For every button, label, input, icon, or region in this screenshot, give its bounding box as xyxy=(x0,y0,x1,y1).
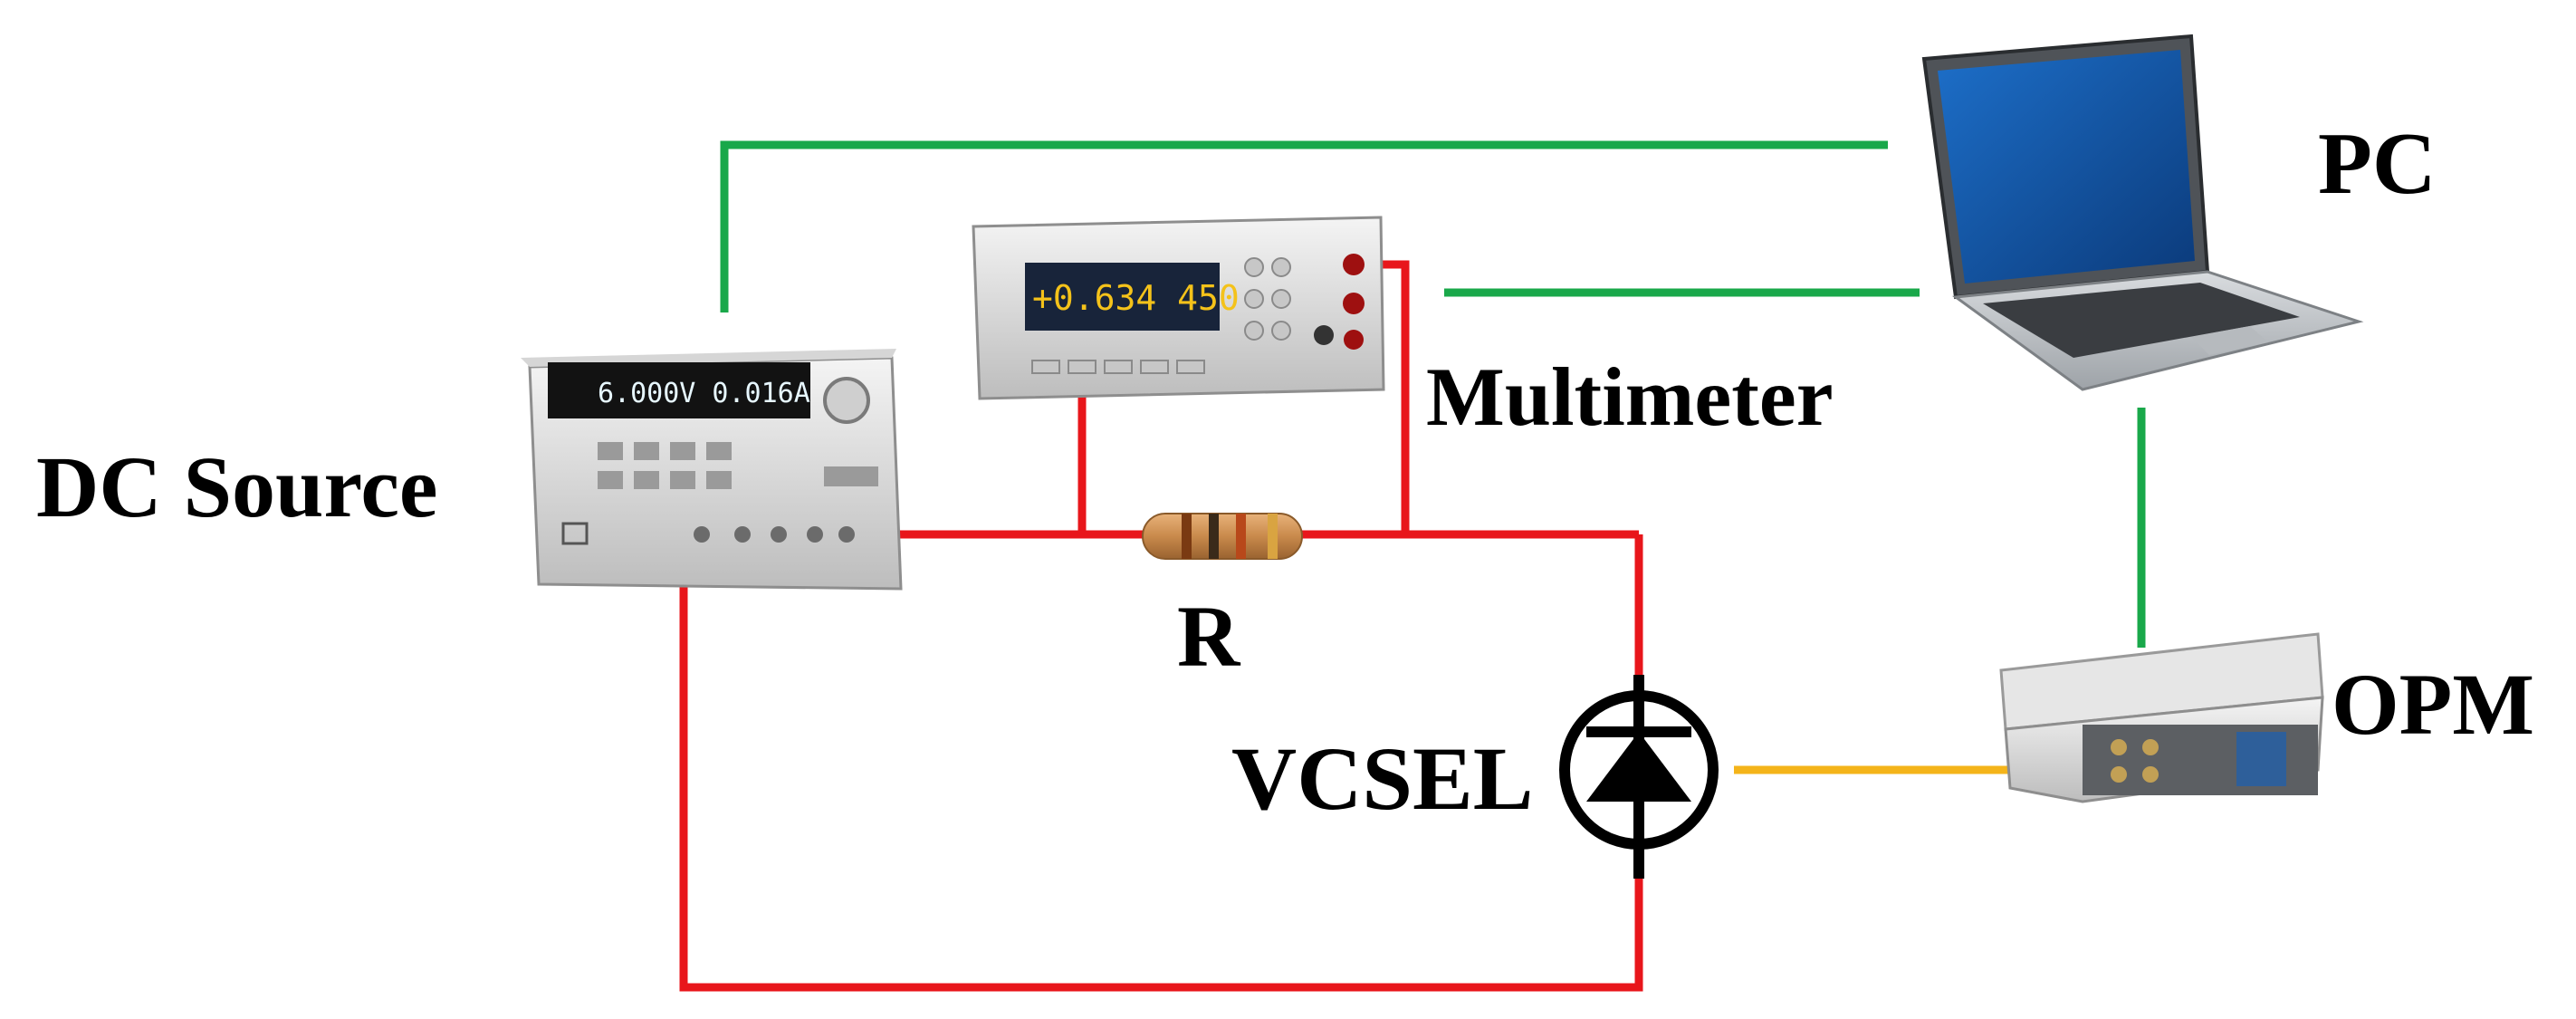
pc-to-dc-source-cable xyxy=(720,140,1888,312)
data-cables xyxy=(720,140,2146,648)
diode-symbol-icon xyxy=(1559,675,1719,879)
resistor-label: R xyxy=(1177,588,1240,685)
multimeter-terminal-3 xyxy=(1314,325,1334,345)
dc-source-reading: 6.000V 0.016A xyxy=(598,378,810,409)
resistor-icon xyxy=(1142,513,1303,560)
dc-source-knob xyxy=(823,377,870,424)
optical-power-meter-icon xyxy=(1999,632,2324,803)
dc-source-instrument: 6.000V 0.016A xyxy=(521,349,903,591)
multimeter-reading: +0.634 450 xyxy=(1032,278,1240,318)
bottom-return-wire xyxy=(679,534,1643,992)
vcsel-label: VCSEL xyxy=(1231,728,1534,829)
laptop-icon xyxy=(1921,34,2364,391)
multimeter-terminal-1 xyxy=(1343,254,1365,275)
multimeter-instrument: +0.634 450 xyxy=(972,216,1385,400)
multimeter-terminal-2 xyxy=(1343,293,1365,314)
multimeter-display xyxy=(1025,263,1220,331)
multimeter-label: Multimeter xyxy=(1426,351,1834,443)
pc-label: PC xyxy=(2318,115,2437,213)
opm-label: OPM xyxy=(2332,656,2534,753)
dc-source-display xyxy=(548,362,810,418)
dc-source-label: DC Source xyxy=(36,438,438,535)
multimeter-terminal-4 xyxy=(1344,330,1364,350)
